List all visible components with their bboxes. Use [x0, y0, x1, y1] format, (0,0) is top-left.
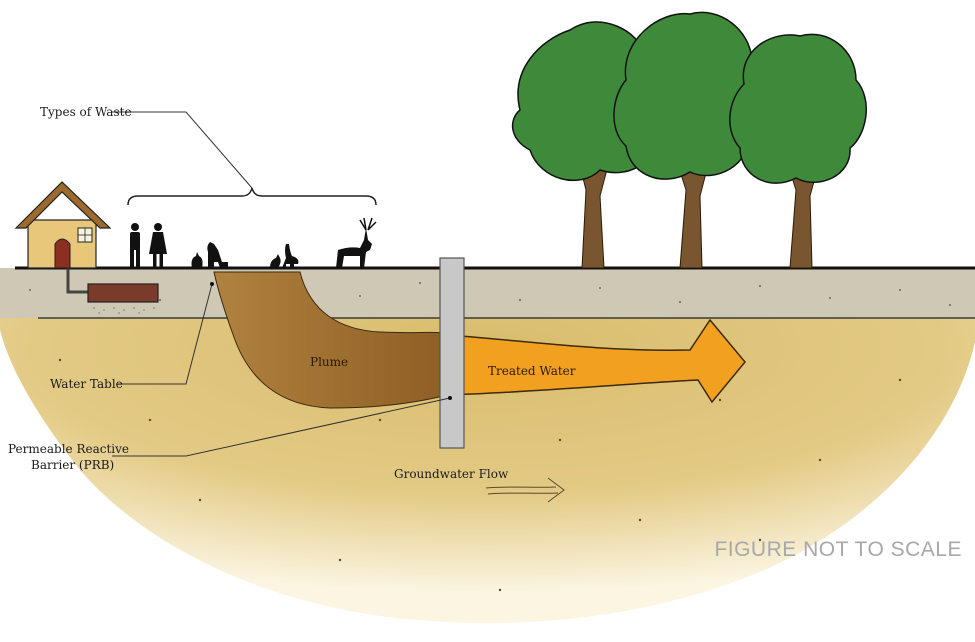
prb-leader: [112, 397, 451, 457]
goose-icon: [282, 244, 299, 268]
house-icon: [14, 181, 112, 269]
tree-icon: [613, 11, 764, 269]
treated-water-arrow: [446, 318, 746, 404]
man-icon: [130, 223, 140, 268]
prb-label-line2: Barrier (PRB): [31, 458, 114, 472]
treated-water-label: Treated Water: [488, 364, 576, 378]
dog-icon: [207, 242, 228, 268]
cat-icon: [191, 252, 203, 268]
woman-icon: [149, 223, 167, 268]
soil-body: [0, 318, 975, 624]
deer-icon: [336, 217, 377, 268]
soil-speckles: [58, 358, 902, 592]
tree-icon: [729, 33, 868, 269]
types-of-waste-leader: [112, 111, 253, 189]
prb-pointer: [448, 396, 452, 400]
topsoil-speckles: [29, 282, 951, 306]
septic-tank: [87, 283, 159, 303]
leach-field: [93, 307, 155, 314]
plume-label: Plume: [310, 355, 348, 369]
water-table-label: Water Table: [50, 377, 123, 391]
scale-note: FIGURE NOT TO SCALE: [714, 538, 962, 561]
permeable-reactive-barrier: [439, 257, 465, 449]
water-table-leader: [118, 283, 213, 385]
bird-icon: [270, 254, 281, 268]
types-of-waste-label: Types of Waste: [40, 105, 132, 119]
septic-pipe: [66, 268, 88, 294]
groundwater-flow-label: Groundwater Flow: [394, 467, 509, 481]
waste-brace: [127, 187, 377, 206]
groundwater-flow-arrow: [485, 477, 565, 503]
water-table-pointer: [210, 282, 214, 286]
contaminant-plume: [213, 271, 448, 409]
prb-label-line1: Permeable Reactive: [8, 442, 129, 456]
